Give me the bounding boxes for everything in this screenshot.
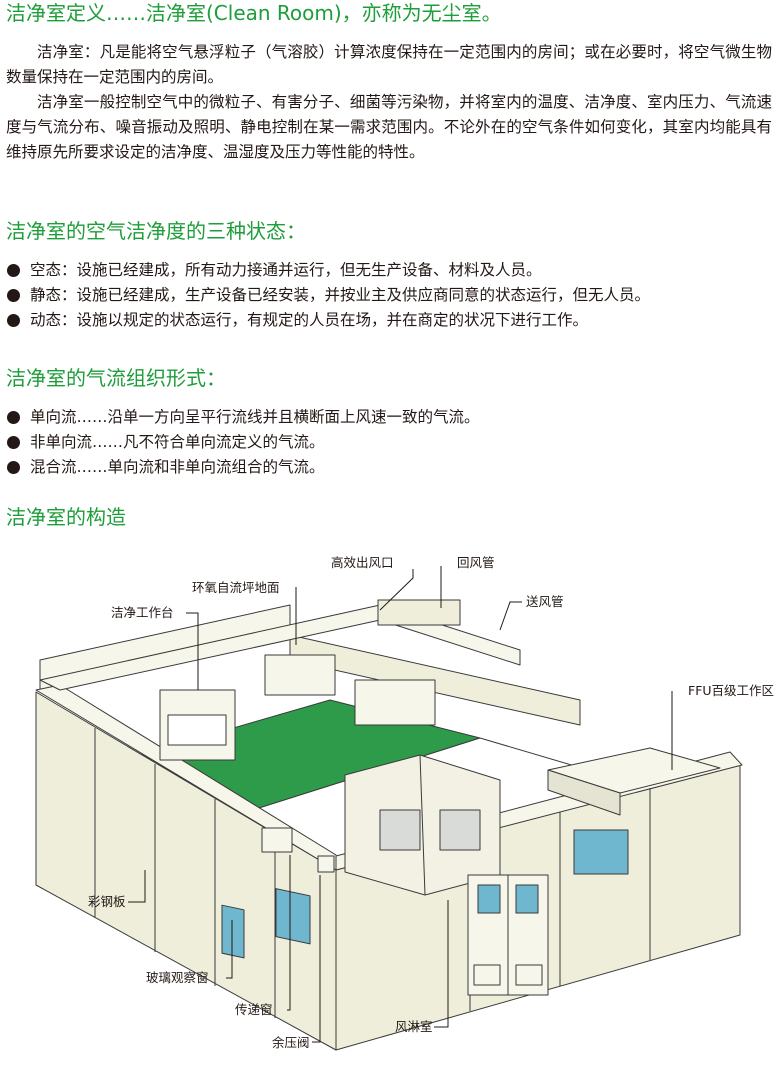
label-supply-duct: 送风管 — [526, 594, 564, 609]
list-item: 非单向流……凡不符合单向流定义的气流。 — [6, 430, 480, 455]
definition-paragraph-2: 洁净室一般控制空气中的微粒子、有害分子、细菌等污染物，并将室内的温度、洁净度、室… — [6, 93, 772, 161]
bullet-icon — [7, 264, 20, 277]
list-item: 静态：设施已经建成，生产设备已经安装，并按业主及供应商同意的状态运行，但无人员。 — [6, 283, 650, 308]
pass-box — [261, 827, 293, 853]
bullet-icon — [7, 289, 20, 302]
label-steel-panel: 彩钢板 — [88, 894, 126, 909]
section-title-definition: 洁净室定义……洁净室(Clean Room)，亦称为无尘室。 — [6, 1, 502, 25]
bullet-icon — [7, 436, 20, 449]
list-item-text: 动态：设施以规定的状态运行，有规定的人员在场，并在商定的状况下进行工作。 — [30, 311, 589, 329]
pressure-valve — [317, 855, 335, 873]
list-item: 单向流……沿单一方向呈平行流线并且横断面上风速一致的气流。 — [6, 405, 480, 430]
label-glass-window: 玻璃观察窗 — [146, 970, 209, 985]
observation-window-left-2 — [275, 888, 311, 945]
observation-window-right — [573, 829, 629, 875]
label-return-duct: 回风管 — [457, 555, 495, 570]
cleanroom-construction-diagram: 高效出风口 回风管 环氧自流坪地面 送风管 洁净工作台 FFU百级工作区 彩钢板… — [35, 555, 774, 1051]
observation-window-left — [221, 904, 245, 959]
section-title-airflow: 洁净室的气流组织形式： — [6, 366, 226, 390]
hepa-outlet — [354, 679, 436, 726]
section-title-cleanliness-states: 洁净室的空气洁净度的三种状态： — [6, 219, 306, 243]
cleanliness-states-list: 空态：设施已经建成，所有动力接通并运行，但无生产设备、材料及人员。 静态：设施已… — [6, 258, 650, 333]
return-duct — [377, 599, 461, 626]
bullet-icon — [7, 314, 20, 327]
bullet-icon — [7, 461, 20, 474]
section-title-construction: 洁净室的构造 — [6, 505, 126, 529]
list-item: 混合流……单向流和非单向流组合的气流。 — [6, 455, 480, 480]
list-item-text: 静态：设施已经建成，生产设备已经安装，并按业主及供应商同意的状态运行，但无人员。 — [30, 286, 651, 304]
label-pass-box: 传递窗 — [235, 1002, 273, 1017]
label-air-shower: 风淋室 — [395, 1019, 433, 1034]
label-pressure-valve: 余压阀 — [272, 1035, 310, 1050]
label-clean-bench: 洁净工作台 — [111, 605, 174, 620]
list-item: 空态：设施已经建成，所有动力接通并运行，但无生产设备、材料及人员。 — [6, 258, 650, 283]
list-item-text: 混合流……单向流和非单向流组合的气流。 — [30, 458, 325, 476]
label-ffu: FFU百级工作区 — [688, 683, 774, 698]
list-item-text: 空态：设施已经建成，所有动力接通并运行，但无生产设备、材料及人员。 — [30, 261, 542, 279]
list-item-text: 单向流……沿单一方向呈平行流线并且横断面上风速一致的气流。 — [30, 408, 480, 426]
list-item-text: 非单向流……凡不符合单向流定义的气流。 — [30, 433, 325, 451]
label-epoxy-floor: 环氧自流坪地面 — [192, 580, 280, 595]
label-hepa-outlet: 高效出风口 — [331, 555, 394, 570]
airflow-list: 单向流……沿单一方向呈平行流线并且横断面上风速一致的气流。 非单向流……凡不符合… — [6, 405, 480, 480]
definition-paragraph-1: 洁净室：凡是能将空气悬浮粒子（气溶胶）计算浓度保持在一定范围内的房间；或在必要时… — [6, 43, 772, 86]
bullet-icon — [7, 411, 20, 424]
left-wall-top — [35, 684, 337, 871]
list-item: 动态：设施以规定的状态运行，有规定的人员在场，并在商定的状况下进行工作。 — [6, 308, 650, 333]
